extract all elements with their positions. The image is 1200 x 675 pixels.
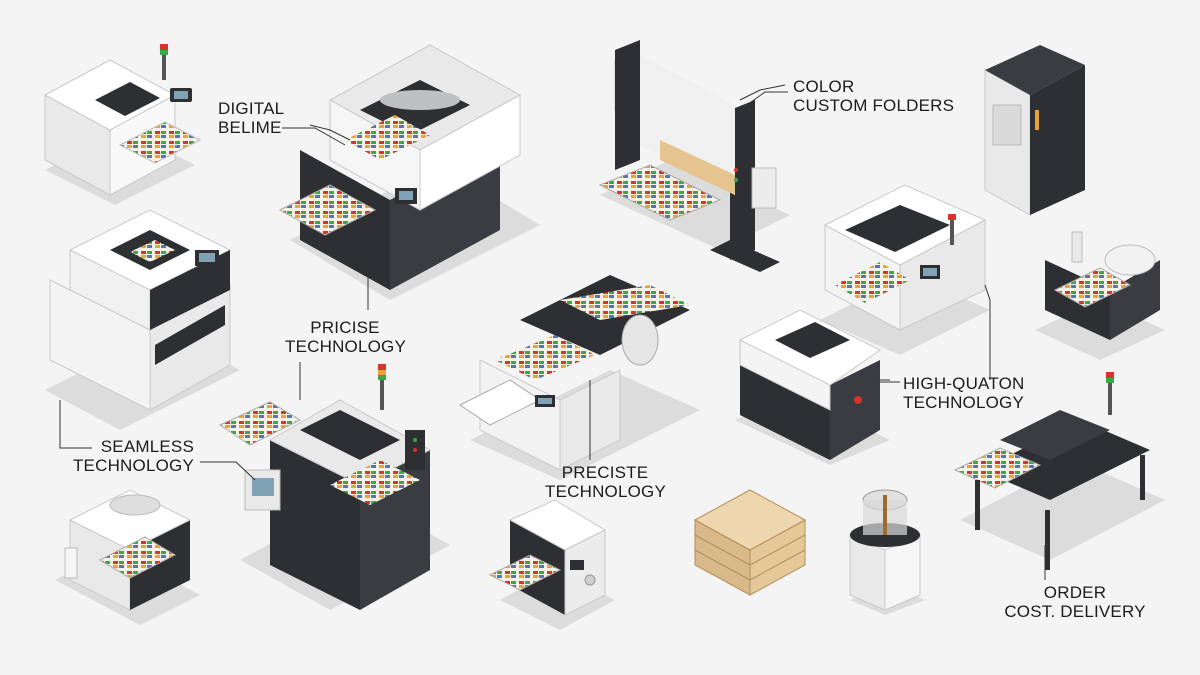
cylinder-press-icon [849,489,925,615]
label-color-custom-folders: COLOR CUSTOM FOLDERS [793,77,955,115]
conveyor-printer-icon [953,372,1165,580]
label-preciste-technology: PRECISTE TECHNOLOGY [545,463,667,501]
leader-lines [59,91,900,481]
label-pricise-technology: PRICISE TECHNOLOGY [285,318,407,356]
compact-roll-printer-icon [55,489,200,625]
digital-press-icon [278,44,540,300]
label-seamless-technology: SEAMLESS TECHNOLOGY [72,437,194,475]
desktop-inkjet-icon [488,499,615,630]
label-order-cost-delivery: ORDER COST. DELIVERY [1004,583,1146,621]
production-press-icon [218,364,450,610]
wide-format-roller-icon [598,40,790,272]
roll-to-roll-printer-icon [1035,231,1165,360]
small-desktop-printer-icon [43,44,202,205]
label-digital-belime: DIGITAL BELIME [218,99,285,137]
laser-printer-icon [45,209,240,430]
wood-pallet-icon [693,489,807,596]
uv-flatbed-printer-icon [820,184,991,380]
cutting-plotter-icon [459,275,700,480]
large-format-laminator-icon [735,309,890,465]
label-high-quaton-technology: HIGH-QUATON TECHNOLOGY [903,374,1025,412]
server-cabinet-icon [984,45,1085,216]
